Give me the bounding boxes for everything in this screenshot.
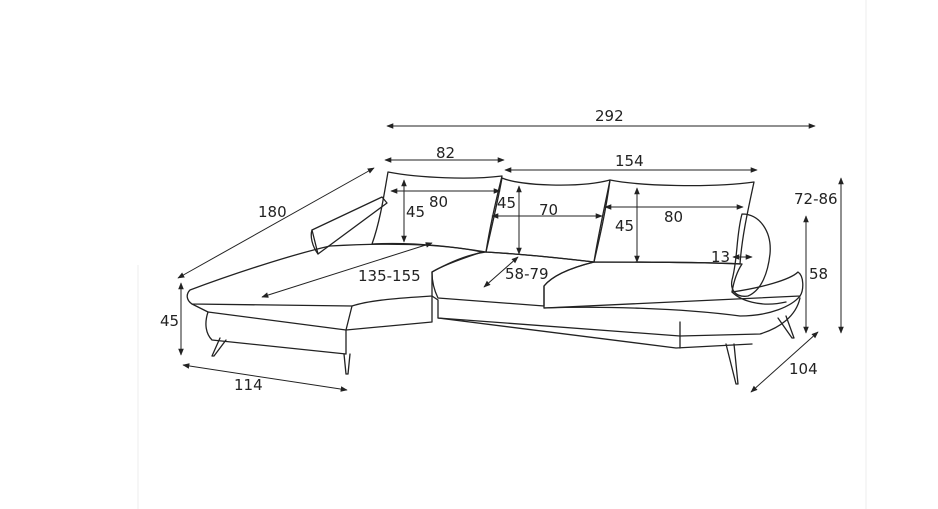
label-chaise-width: 114 <box>234 376 263 394</box>
label-middle-cushion-height: 45 <box>497 194 516 212</box>
label-left-cushion-width: 80 <box>429 193 448 211</box>
dimension-labels: 292 82 154 180 72-86 58 80 45 45 70 45 8… <box>160 107 838 394</box>
dim-line-seat-depth <box>483 256 519 288</box>
leg-front-left <box>211 337 227 357</box>
dim-line-sleeping-length <box>261 242 433 298</box>
leg-back-right <box>777 315 795 339</box>
label-armrest-width: 13 <box>711 248 730 266</box>
back-cushion-middle <box>485 177 611 263</box>
seat-cushion-right <box>543 261 804 309</box>
label-middle-cushion-width: 70 <box>539 201 558 219</box>
label-left-back-width: 82 <box>436 144 455 162</box>
dim-line-chaise-length <box>177 167 375 279</box>
label-total-height: 72-86 <box>794 190 838 208</box>
label-seat-height: 45 <box>160 312 179 330</box>
label-right-cushion-height: 45 <box>615 217 634 235</box>
label-chaise-length: 180 <box>258 203 287 221</box>
label-left-cushion-height: 45 <box>406 203 425 221</box>
label-right-back-width: 154 <box>615 152 644 170</box>
label-sleeping-length: 135-155 <box>358 267 421 285</box>
label-depth: 104 <box>789 360 818 378</box>
label-right-cushion-width: 80 <box>664 208 683 226</box>
dimension-lines <box>177 123 844 393</box>
right-armrest <box>730 213 771 297</box>
leg-front-right <box>725 343 739 385</box>
dim-line-depth <box>750 331 819 393</box>
label-total-width: 292 <box>595 107 624 125</box>
label-seat-depth: 58-79 <box>505 265 549 283</box>
label-back-height: 58 <box>809 265 828 283</box>
leg-front-middle <box>343 353 351 375</box>
chaise-base <box>191 295 433 355</box>
back-cushion-left <box>371 171 503 253</box>
sofa-base <box>431 295 801 337</box>
dim-line-chaise-width <box>182 363 348 392</box>
